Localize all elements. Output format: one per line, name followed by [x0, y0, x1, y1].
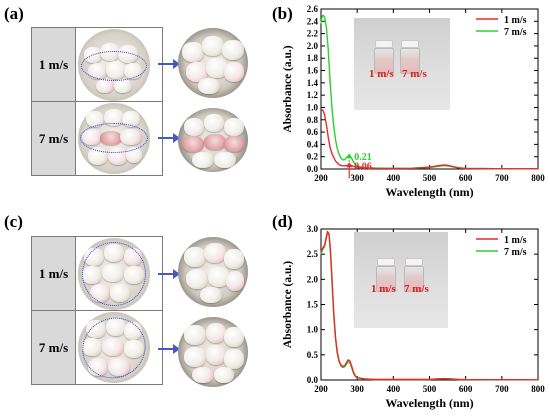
grid-divider	[32, 310, 162, 311]
legend-label: 7 m/s	[504, 247, 527, 258]
y-tick-label: 0.4	[307, 139, 319, 149]
zoom-arrow	[158, 59, 180, 69]
panel-label-d: (d)	[272, 212, 293, 231]
inset-label-1ms: 1 m/s	[371, 283, 396, 295]
photo-row-1ms: 1 m/s	[32, 28, 162, 101]
sample-photo-top	[78, 238, 150, 310]
x-tick-label: 300	[350, 173, 364, 183]
zoom-arrow	[158, 133, 180, 143]
x-tick-label: 200	[314, 173, 328, 183]
x-tick-label: 600	[459, 173, 473, 183]
grid-divider	[75, 237, 76, 384]
panel-label-b: (b)	[272, 4, 293, 23]
vial	[404, 258, 424, 292]
y-tick-label: 2.2	[307, 29, 319, 39]
legend-label: 1 m/s	[504, 235, 527, 246]
y-tick-label: 0.6	[307, 127, 319, 137]
inset-label-1ms: 1 m/s	[369, 68, 394, 80]
y-tick-label: 0.8	[307, 115, 319, 125]
photo-row-7ms: 7 m/s	[32, 311, 162, 384]
photo-row-7ms: 7 m/s	[32, 102, 162, 175]
y-tick-label: 0.5	[307, 350, 319, 360]
sample-photo-bottom	[78, 103, 150, 174]
x-tick-label: 400	[387, 384, 401, 394]
y-tick-label: 1.2	[307, 90, 319, 100]
vial	[376, 258, 396, 292]
y-tick-label: 0.0	[307, 164, 319, 174]
series-line-1ms	[320, 109, 538, 170]
legend-label: 7 m/s	[504, 27, 527, 38]
y-tick-label: 0.2	[307, 152, 319, 162]
x-tick-label: 500	[423, 384, 437, 394]
zoom-photo-bottom	[178, 108, 248, 172]
zoom-arrow	[158, 344, 180, 354]
x-tick-label: 200	[314, 384, 328, 394]
y-tick-label: 2.6	[307, 4, 319, 14]
annotation-arrow-head	[346, 153, 353, 159]
x-axis-label: Wavelength (nm)	[385, 396, 473, 410]
y-tick-label: 2.5	[307, 249, 319, 259]
y-axis-label: Absorbance (a.u.)	[282, 261, 294, 348]
row-label: 7 m/s	[32, 102, 75, 175]
x-tick-label: 800	[531, 173, 545, 183]
x-tick-label: 600	[459, 384, 473, 394]
y-tick-label: 2.0	[307, 274, 319, 284]
grid-divider	[32, 101, 162, 102]
y-tick-label: 1.0	[307, 102, 319, 112]
x-tick-label: 700	[495, 384, 509, 394]
grid-divider	[75, 28, 76, 175]
panel-label-a: (a)	[4, 4, 24, 23]
zoom-photo-top	[178, 237, 248, 307]
vial	[400, 40, 420, 74]
row-label: 7 m/s	[32, 311, 75, 384]
vial-photo-inset-d: 1 m/s 7 m/s	[354, 232, 448, 328]
y-tick-label: 1.0	[307, 325, 319, 335]
vial	[374, 40, 394, 74]
x-tick-label: 800	[531, 384, 545, 394]
y-tick-label: 2.4	[307, 16, 319, 26]
legend-label: 1 m/s	[504, 15, 527, 26]
annotation-arrow-head	[346, 162, 353, 168]
inset-label-7ms: 7 m/s	[404, 283, 429, 295]
photo-row-1ms: 1 m/s	[32, 237, 162, 310]
zoom-arrow	[158, 269, 180, 279]
photo-grid-a: 1 m/s 7 m/s	[31, 27, 163, 176]
panel-label-c: (c)	[4, 212, 23, 231]
y-tick-label: 0.0	[307, 375, 319, 385]
photo-grid-c: 1 m/s 7 m/s	[31, 236, 163, 385]
y-tick-label: 1.5	[307, 300, 319, 310]
zoom-photo-top	[178, 28, 248, 98]
x-axis-label: Wavelength (nm)	[385, 185, 473, 199]
y-tick-label: 1.8	[307, 53, 319, 63]
y-tick-label: 3.0	[307, 224, 319, 234]
x-tick-label: 300	[350, 384, 364, 394]
x-tick-label: 700	[495, 173, 509, 183]
row-label: 1 m/s	[32, 237, 75, 310]
y-tick-label: 1.4	[307, 78, 319, 88]
x-tick-label: 500	[423, 173, 437, 183]
annotation-label: 0.21	[354, 152, 372, 163]
x-tick-label: 400	[387, 173, 401, 183]
inset-label-7ms: 7 m/s	[402, 68, 427, 80]
y-axis-label: Absorbance (a.u.)	[282, 45, 294, 132]
zoom-photo-bottom	[178, 317, 248, 387]
y-tick-label: 1.6	[307, 66, 319, 76]
sample-photo-top	[78, 29, 150, 101]
row-label: 1 m/s	[32, 28, 75, 101]
annotation-label: 0.06	[354, 161, 372, 172]
sample-photo-bottom	[78, 312, 150, 383]
y-tick-label: 2.0	[307, 41, 319, 51]
vial-photo-inset-b: 1 m/s 7 m/s	[354, 18, 450, 110]
